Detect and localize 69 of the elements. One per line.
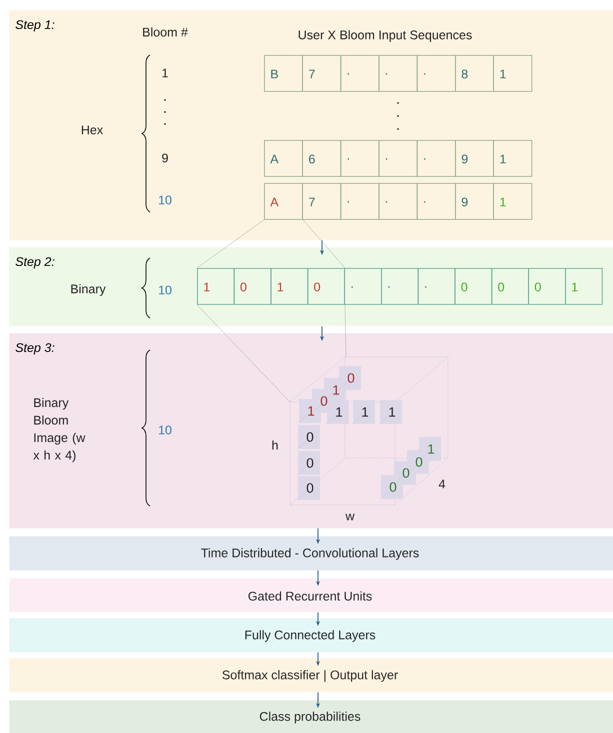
layer-band: Class probabilities [9,700,613,733]
sequence-cell: B [264,55,303,92]
sequence-cell: A [264,183,303,220]
sequence-cell: 1 [565,268,603,305]
sequence-cell: . [344,268,382,305]
cube-value: 0 [306,432,314,442]
projection-line [302,220,346,268]
cube-value: 0 [320,396,328,406]
axis-letter: h [272,440,278,450]
sequence-cell: 0 [234,268,272,305]
row-number: 9 [162,154,168,162]
sequence-cell: . [418,268,456,305]
projection-line [196,304,290,402]
cube-value: 0 [348,373,354,383]
sequence-cell: 0 [491,268,529,305]
sequence-cell: . [416,183,456,220]
cube-value: 1 [389,407,396,417]
cube-value: 0 [402,468,410,478]
cube-value: 0 [306,458,314,468]
projection-line [196,220,264,268]
column-heading: User X Bloom Input Sequences [298,30,472,42]
cube-value: 1 [428,444,434,454]
cube-value: 1 [362,407,368,417]
sequence-cell: A [264,140,303,177]
sequence-cell: . [381,268,419,305]
sequence-cell: . [340,183,380,220]
sequence-cell: . [340,140,380,177]
sequence-cell: 9 [455,183,494,220]
sequence-cell: 8 [455,55,494,92]
cube-drawing [290,356,448,506]
sequence-cell: 0 [528,268,566,305]
projection-line [344,304,346,358]
layer-band: Softmax classifier | Output layer [9,658,613,692]
sequence-cell: . [416,140,456,177]
sequence-cell: . [378,140,418,177]
sequence-cell: 1 [493,140,532,177]
row-number: 10 [159,196,172,204]
row-number: 1 [162,68,168,78]
cube-value: 1 [333,385,340,395]
bracket-label: Hex [82,126,103,134]
cube-value: 0 [306,483,314,493]
row-number: 10 [159,426,172,434]
sequence-cell: 1 [270,268,308,305]
sequence-cell: 1 [197,268,235,305]
sequence-cell: 1 [493,183,532,220]
layer-band: Time Distributed - Convolutional Layers [9,536,613,570]
column-heading: Bloom # [143,27,188,37]
sequence-cell: 0 [307,268,345,305]
sequence-cell: 6 [302,140,342,177]
sequence-cell: 1 [493,55,532,92]
sequence-cell: . [378,55,418,92]
sequence-cell: . [340,55,380,92]
sequence-cell: . [416,55,456,92]
sequence-cell: 7 [302,183,342,220]
sequence-cell: 9 [455,140,494,177]
sequence-cell: . [378,183,418,220]
axis-letter: 4 [438,480,446,488]
sequence-cell: 0 [454,268,492,305]
bracket-label: Binary Bloom Image (w x h x 4) [33,398,86,462]
layer-band: Gated Recurrent Units [9,578,613,612]
cube-value: 1 [336,407,342,417]
cube-value: 0 [390,482,396,492]
cube-value: 1 [308,406,314,416]
axis-letter: w [345,514,355,520]
cube-value: 0 [416,457,422,467]
row-number: 10 [159,286,172,294]
bracket-label: Binary [71,284,106,296]
layer-band: Fully Connected Layers [9,618,613,652]
sequence-cell: 7 [302,55,342,92]
